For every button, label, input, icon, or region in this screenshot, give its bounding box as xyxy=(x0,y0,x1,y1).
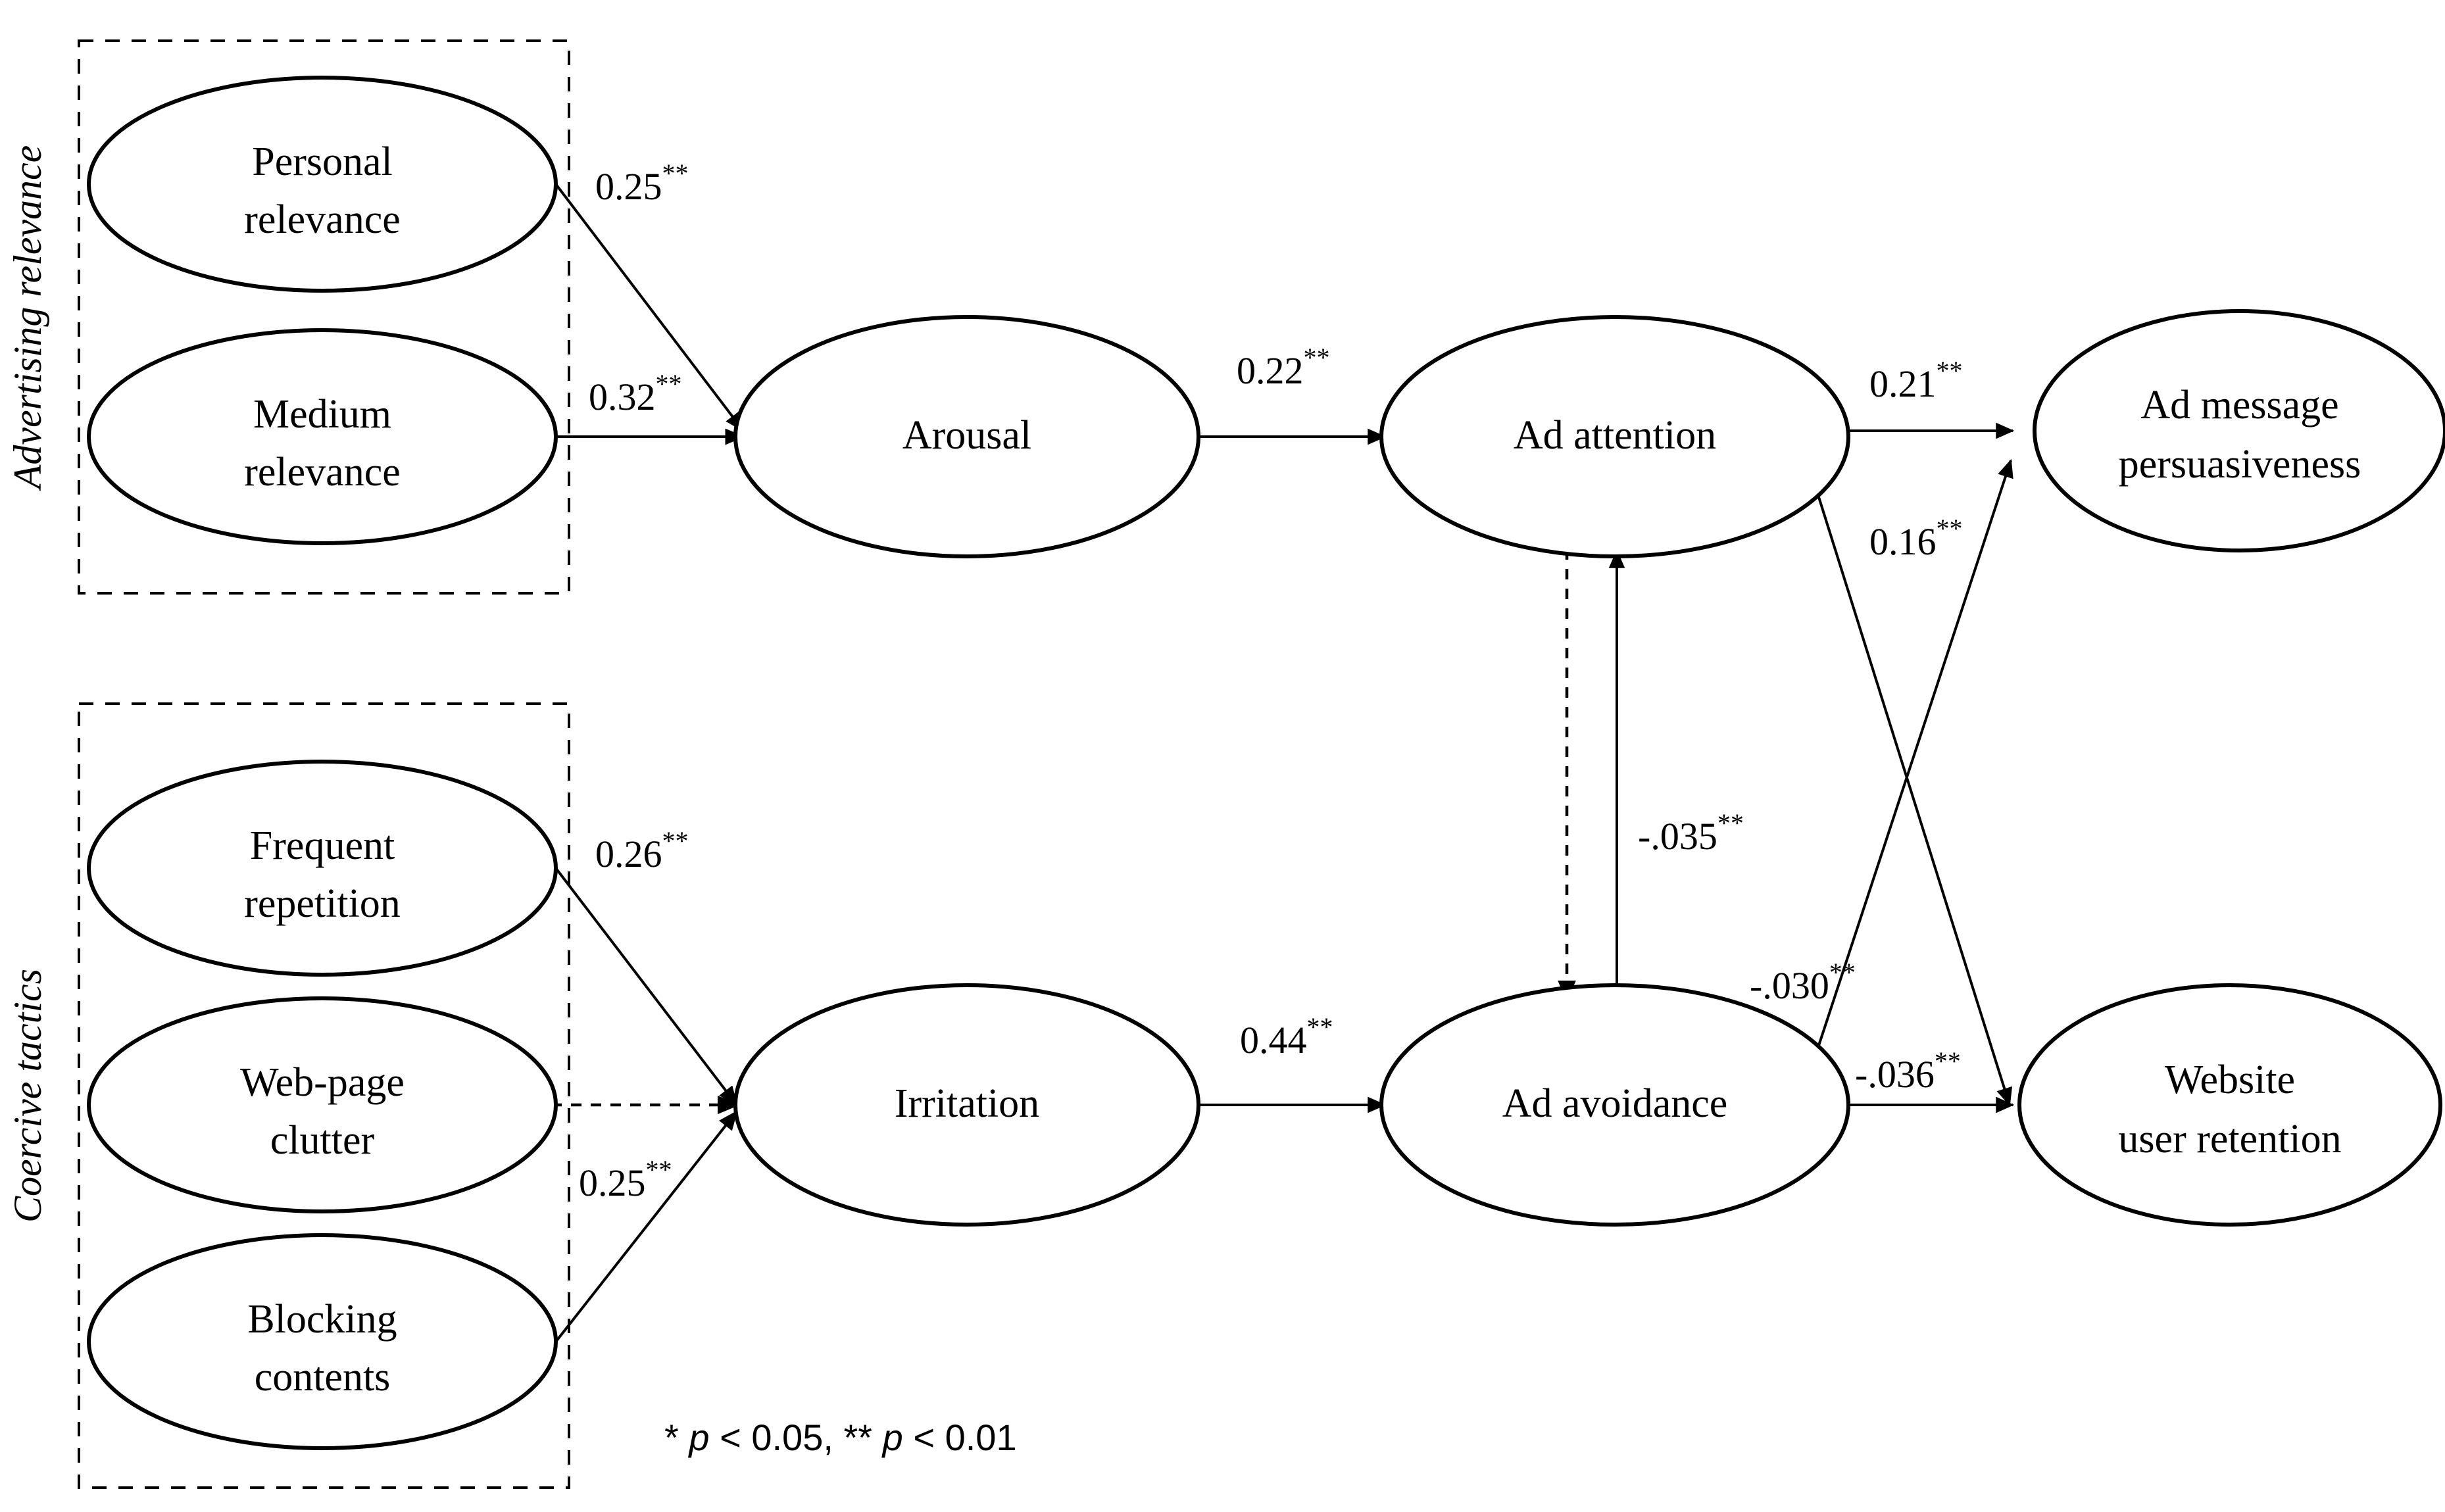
note-star-single: * xyxy=(664,1417,679,1458)
coef-ad-attention-to-retention: -.030** xyxy=(1750,958,1856,1008)
node-label-personal-relevance-line1: Personal xyxy=(252,139,393,184)
node-label-irritation: Irritation xyxy=(895,1081,1039,1126)
coef-stars-025-bc: ** xyxy=(646,1155,672,1184)
svg-text:0.25**: 0.25** xyxy=(595,159,689,208)
group-label-advertising-relevance: Advertising relevance xyxy=(6,145,49,492)
coef-value-025-pr: 0.25 xyxy=(595,165,662,208)
coef-value-026-fr: 0.26 xyxy=(595,833,662,875)
coef-value-021-aa: 0.21 xyxy=(1869,362,1937,405)
node-website-user-retention[interactable]: Website user retention xyxy=(2017,983,2442,1227)
svg-text:-.035**: -.035** xyxy=(1638,808,1744,858)
svg-text:0.22**: 0.22** xyxy=(1237,343,1330,393)
coef-stars-036-neg: ** xyxy=(1935,1046,1961,1076)
node-ad-avoidance[interactable]: Ad avoidance xyxy=(1379,983,1850,1227)
coef-blocking-contents-to-irritation: 0.25** xyxy=(579,1155,672,1205)
coef-stars-026-fr: ** xyxy=(662,826,689,856)
node-label-blocking-contents-line1: Blocking xyxy=(247,1297,397,1342)
svg-text:* p < 0.05, ** p < 0.01: * p < 0.05, ** p < 0.01 xyxy=(664,1417,1017,1458)
note-star-double: ** xyxy=(843,1417,872,1458)
node-label-personal-relevance-line2: relevance xyxy=(244,197,400,242)
node-personal-relevance[interactable]: Personal relevance xyxy=(87,76,558,293)
node-label-medium-relevance-line2: relevance xyxy=(244,450,400,495)
node-ad-message-persuasiveness[interactable]: Ad message persuasiveness xyxy=(2033,309,2445,552)
path-ad-attention-to-website-user-retention xyxy=(1814,486,2013,1107)
node-label-ad-attention: Ad attention xyxy=(1514,413,1716,458)
coef-value-025-bc: 0.25 xyxy=(579,1161,646,1204)
node-ad-attention[interactable]: Ad attention xyxy=(1379,315,1850,558)
node-label-blocking-contents-line2: contents xyxy=(255,1355,391,1400)
coef-ad-attention-to-persuasiveness: 0.21** xyxy=(1869,356,1963,406)
svg-text:0.25**: 0.25** xyxy=(579,1155,672,1205)
svg-text:-.036**: -.036** xyxy=(1855,1046,1961,1096)
coef-frequent-repetition-to-irritation: 0.26** xyxy=(595,826,689,876)
coef-value-036-neg: -.036 xyxy=(1855,1053,1935,1096)
coef-ad-avoidance-to-persuasiveness: 0.16** xyxy=(1869,514,1963,564)
group-box-advertising-relevance xyxy=(78,39,570,595)
coef-value-035-neg: -.035 xyxy=(1638,815,1717,858)
path-personal-relevance-to-arousal xyxy=(555,183,745,432)
path-frequent-repetition-to-irritation xyxy=(555,867,738,1106)
coef-value-016-av: 0.16 xyxy=(1869,520,1937,563)
coef-stars-016-av: ** xyxy=(1937,514,1963,543)
coef-value-032-mr: 0.32 xyxy=(589,376,656,418)
node-web-page-clutter[interactable]: Web-page clutter xyxy=(87,996,558,1213)
note-value-1: < 0.05, xyxy=(720,1417,833,1458)
node-label-web-page-clutter-line1: Web-page xyxy=(240,1060,405,1105)
coef-value-030-neg: -.030 xyxy=(1750,964,1829,1007)
coef-stars-025-pr: ** xyxy=(662,159,689,188)
node-label-website-user-retention-line2: user retention xyxy=(2118,1117,2341,1161)
group-label-coercive-tactics: Coercive tactics xyxy=(6,969,49,1223)
node-label-ad-avoidance: Ad avoidance xyxy=(1502,1081,1728,1126)
note-p-2: p xyxy=(881,1417,903,1458)
coef-irritation-to-ad-avoidance: 0.44** xyxy=(1240,1012,1333,1062)
coef-stars-032-mr: ** xyxy=(656,369,682,399)
coef-stars-044-ir: ** xyxy=(1307,1012,1333,1042)
coef-value-022-ar: 0.22 xyxy=(1237,349,1304,392)
node-label-frequent-repetition-line2: repetition xyxy=(244,881,401,926)
coef-stars-030-neg: ** xyxy=(1829,958,1856,987)
svg-text:0.16**: 0.16** xyxy=(1869,514,1963,564)
node-label-medium-relevance-line1: Medium xyxy=(253,392,391,437)
note-p-1: p xyxy=(687,1417,709,1458)
coef-value-044-ir: 0.44 xyxy=(1240,1019,1307,1061)
node-arousal[interactable]: Arousal xyxy=(733,315,1200,558)
node-label-ad-message-persuasiveness-line2: persuasiveness xyxy=(2119,442,2361,487)
coef-stars-022-ar: ** xyxy=(1304,343,1330,372)
significance-note: * p < 0.05, ** p < 0.01 xyxy=(664,1417,1017,1458)
coef-personal-relevance-to-arousal: 0.25** xyxy=(595,159,689,208)
svg-text:0.44**: 0.44** xyxy=(1240,1012,1333,1062)
svg-text:0.26**: 0.26** xyxy=(595,826,689,876)
node-frequent-repetition[interactable]: Frequent repetition xyxy=(87,760,558,977)
node-label-web-page-clutter-line2: clutter xyxy=(270,1118,375,1163)
node-label-website-user-retention-line1: Website xyxy=(2165,1058,2295,1102)
coef-medium-relevance-to-arousal: 0.32** xyxy=(589,369,682,419)
svg-text:-.030**: -.030** xyxy=(1750,958,1856,1008)
node-irritation[interactable]: Irritation xyxy=(733,983,1200,1227)
node-medium-relevance[interactable]: Medium relevance xyxy=(87,328,558,545)
note-value-2: < 0.01 xyxy=(913,1417,1016,1458)
coef-stars-021-aa: ** xyxy=(1937,356,1963,385)
svg-text:0.21**: 0.21** xyxy=(1869,356,1963,406)
path-ad-avoidance-to-persuasiveness xyxy=(1811,458,2013,1066)
node-label-ad-message-persuasiveness-line1: Ad message xyxy=(2140,383,2338,427)
coef-stars-035-neg: ** xyxy=(1717,808,1744,838)
node-label-frequent-repetition-line1: Frequent xyxy=(250,823,395,868)
coef-arousal-to-ad-attention: 0.22** xyxy=(1237,343,1330,393)
node-blocking-contents[interactable]: Blocking contents xyxy=(87,1233,558,1450)
node-label-arousal: Arousal xyxy=(902,413,1031,458)
group-box-coercive-tactics xyxy=(78,702,570,1489)
path-blocking-contents-to-irritation xyxy=(555,1110,738,1343)
svg-text:0.32**: 0.32** xyxy=(589,369,682,419)
coef-ad-avoidance-to-retention: -.036** xyxy=(1855,1046,1961,1096)
coef-ad-avoidance-to-ad-attention: -.035** xyxy=(1638,808,1744,858)
